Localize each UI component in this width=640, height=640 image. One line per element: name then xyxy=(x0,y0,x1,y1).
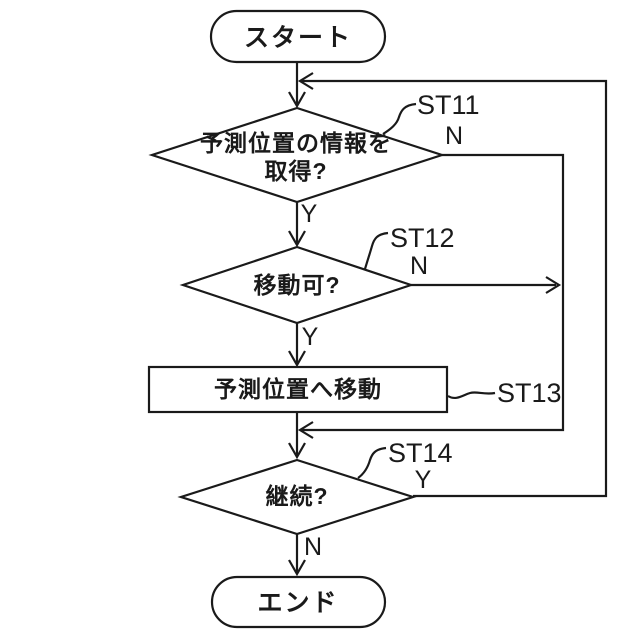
st11-step-label: ST11 xyxy=(417,90,480,120)
st11-yes-label: Y xyxy=(300,200,318,228)
st11-text: 予測位置の情報を 取得? xyxy=(200,129,392,185)
st12-text: 移動可? xyxy=(253,272,341,299)
st12-step-label: ST12 xyxy=(390,223,455,253)
st11-label-connector xyxy=(382,102,417,135)
arrowhead-into-st11 xyxy=(288,91,306,109)
arrowhead-merge-above-st14 xyxy=(297,421,314,439)
start-label: スタート xyxy=(243,24,353,52)
st12-label-connector xyxy=(363,231,389,270)
st11-text-line2: 取得? xyxy=(264,158,328,184)
arrowhead-into-st14 xyxy=(288,442,306,460)
arrowhead-into-end xyxy=(288,559,306,577)
st14-no-label: N xyxy=(303,533,323,561)
st13-label-connector xyxy=(447,391,496,400)
arrowhead-into-st12 xyxy=(288,230,306,248)
st11-no-label: N xyxy=(444,122,464,150)
st14-yes-label: Y xyxy=(414,466,432,494)
edge-st14-yes-loop xyxy=(302,79,608,498)
edge-st11-no xyxy=(302,153,565,432)
arrowhead-top-merge xyxy=(297,72,314,90)
end-label: エンド xyxy=(257,589,339,617)
st13-step-label: ST13 xyxy=(497,378,562,408)
st12-yes-label: Y xyxy=(301,323,319,351)
end-terminal-shape xyxy=(210,575,387,629)
st14-step-label: ST14 xyxy=(388,438,453,468)
st14-text: 継続? xyxy=(265,483,329,510)
st11-text-line1: 予測位置の情報を xyxy=(200,130,392,156)
st14-label-connector xyxy=(357,446,387,479)
arrowhead-into-st13 xyxy=(288,350,306,368)
st12-no-label: N xyxy=(409,252,429,280)
st13-text: 予測位置へ移動 xyxy=(214,376,382,403)
arrowhead-st12-no-join xyxy=(545,276,562,294)
